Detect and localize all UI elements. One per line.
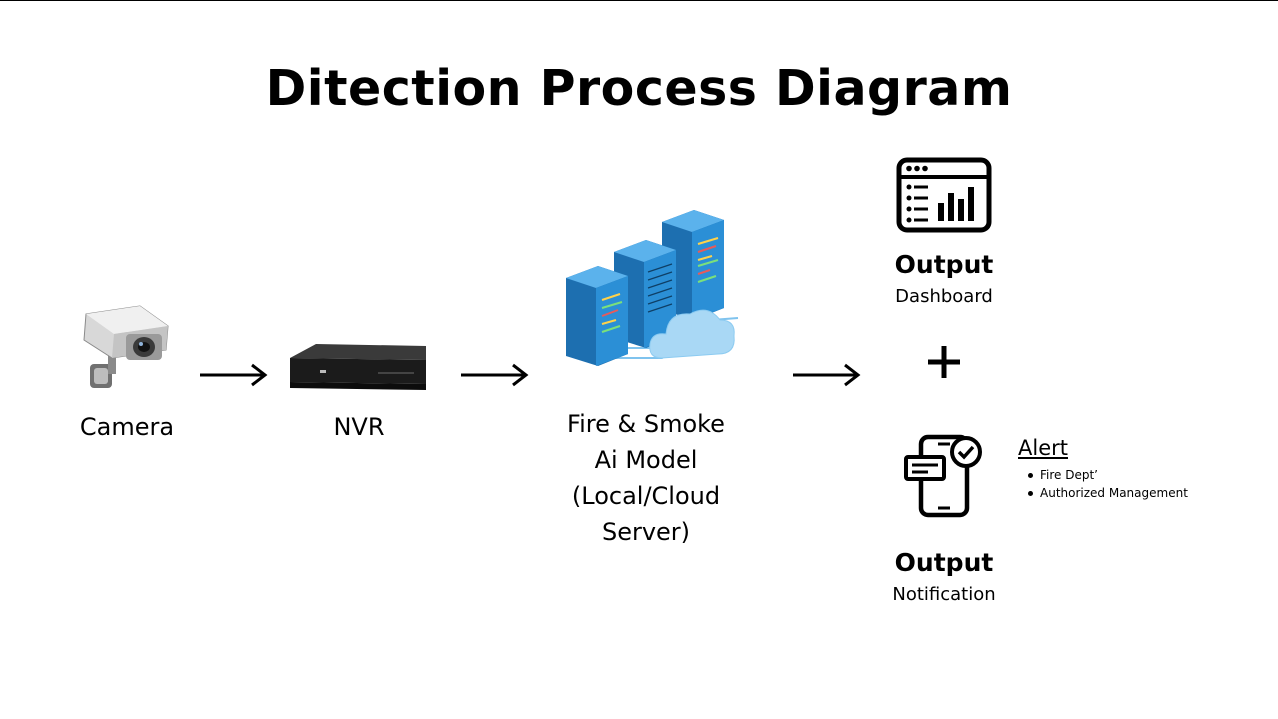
output-notification-title: Output	[894, 548, 994, 577]
arrow-right-icon	[793, 363, 861, 387]
ai-model-label: Fire & Smoke Ai Model (Local/Cloud Serve…	[546, 406, 746, 550]
output-notification-subtitle: Notification	[892, 584, 996, 605]
list-item: Authorized Management	[1026, 484, 1188, 502]
nvr-label: NVR	[333, 413, 385, 441]
camera-label: Camera	[79, 413, 175, 441]
output-dashboard-title: Output	[894, 250, 994, 279]
diagram-title: Ditection Process Diagram	[265, 60, 1013, 117]
ai-model-line: Ai Model	[594, 446, 698, 474]
arrow-right-icon	[461, 363, 529, 387]
ai-model-line: Fire & Smoke	[567, 410, 725, 438]
ai-model-line: Server)	[601, 518, 691, 546]
nvr-device-icon	[290, 344, 426, 390]
server-cloud-icon	[566, 210, 739, 366]
alert-recipient-list: Fire Dept’ Authorized Management	[1026, 466, 1188, 502]
dashboard-icon	[896, 157, 992, 233]
arrow-right-icon	[200, 363, 268, 387]
output-dashboard-subtitle: Dashboard	[895, 286, 993, 307]
list-item: Fire Dept’	[1026, 466, 1188, 484]
phone-notification-icon	[904, 434, 982, 518]
alert-title: Alert	[1018, 436, 1068, 460]
ai-model-line: (Local/Cloud	[571, 482, 721, 510]
security-camera-icon	[83, 305, 169, 388]
top-border	[0, 0, 1278, 1]
plus-icon	[928, 346, 960, 378]
